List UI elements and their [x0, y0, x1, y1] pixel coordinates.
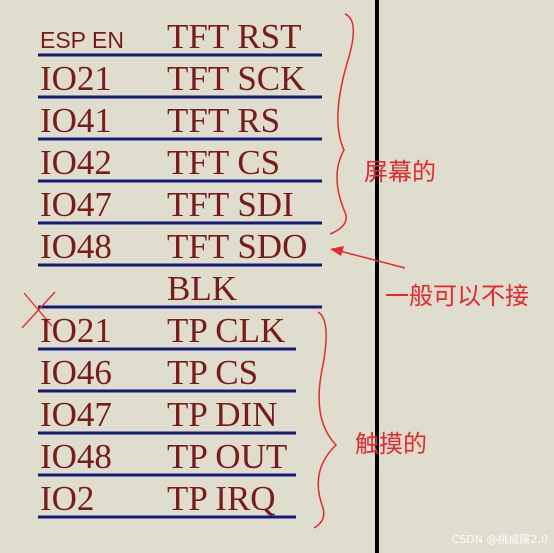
- pin-right-label: TFT CS: [167, 143, 281, 182]
- pin-right-label: TFT RS: [167, 101, 281, 140]
- pin-left-label: IO48: [40, 437, 112, 476]
- pin-left-label: IO41: [40, 101, 112, 140]
- pin-right-label: TFT RST: [167, 17, 302, 56]
- optional-arrow-shaft: [331, 248, 406, 269]
- cross-mark-line-b: [21, 291, 56, 329]
- pin-right-label: TFT SDO: [167, 227, 308, 266]
- pin-left-label: IO47: [40, 395, 112, 434]
- pin-right-label: BLK: [167, 269, 237, 308]
- watermark: CSDN @桃成蹊2.0: [451, 533, 548, 546]
- pin-right-label: TP DIN: [167, 395, 278, 434]
- pin-right-label: TP IRQ: [167, 479, 276, 518]
- pin-left-label: IO21: [40, 59, 112, 98]
- pin-left-label: IO2: [40, 479, 95, 518]
- pin-left-label: IO47: [40, 185, 112, 224]
- optional-arrow-head: [330, 246, 344, 256]
- pin-right-label: TP CLK: [167, 311, 286, 350]
- cross-mark-line-a: [23, 292, 53, 327]
- touch-pins-label: 触摸的: [355, 430, 427, 458]
- pin-left-label: IO42: [40, 143, 112, 182]
- pin-right-label: TP CS: [167, 353, 259, 392]
- pin-left-label: ESP EN: [40, 27, 124, 53]
- pin-right-label: TFT SDI: [167, 185, 294, 224]
- pin-left-label: IO48: [40, 227, 112, 266]
- screen-pins-brace: [329, 13, 354, 235]
- pin-right-label: TFT SCK: [167, 59, 306, 98]
- pin-left-label: IO46: [40, 353, 112, 392]
- optional-pin-label: 一般可以不接: [385, 282, 529, 310]
- screen-pins-label: 屏幕的: [364, 158, 436, 186]
- touch-pins-brace: [313, 311, 338, 529]
- underlines: [38, 53, 322, 519]
- pin-right-label: TP OUT: [167, 437, 288, 476]
- pin-left-label: IO21: [40, 311, 112, 350]
